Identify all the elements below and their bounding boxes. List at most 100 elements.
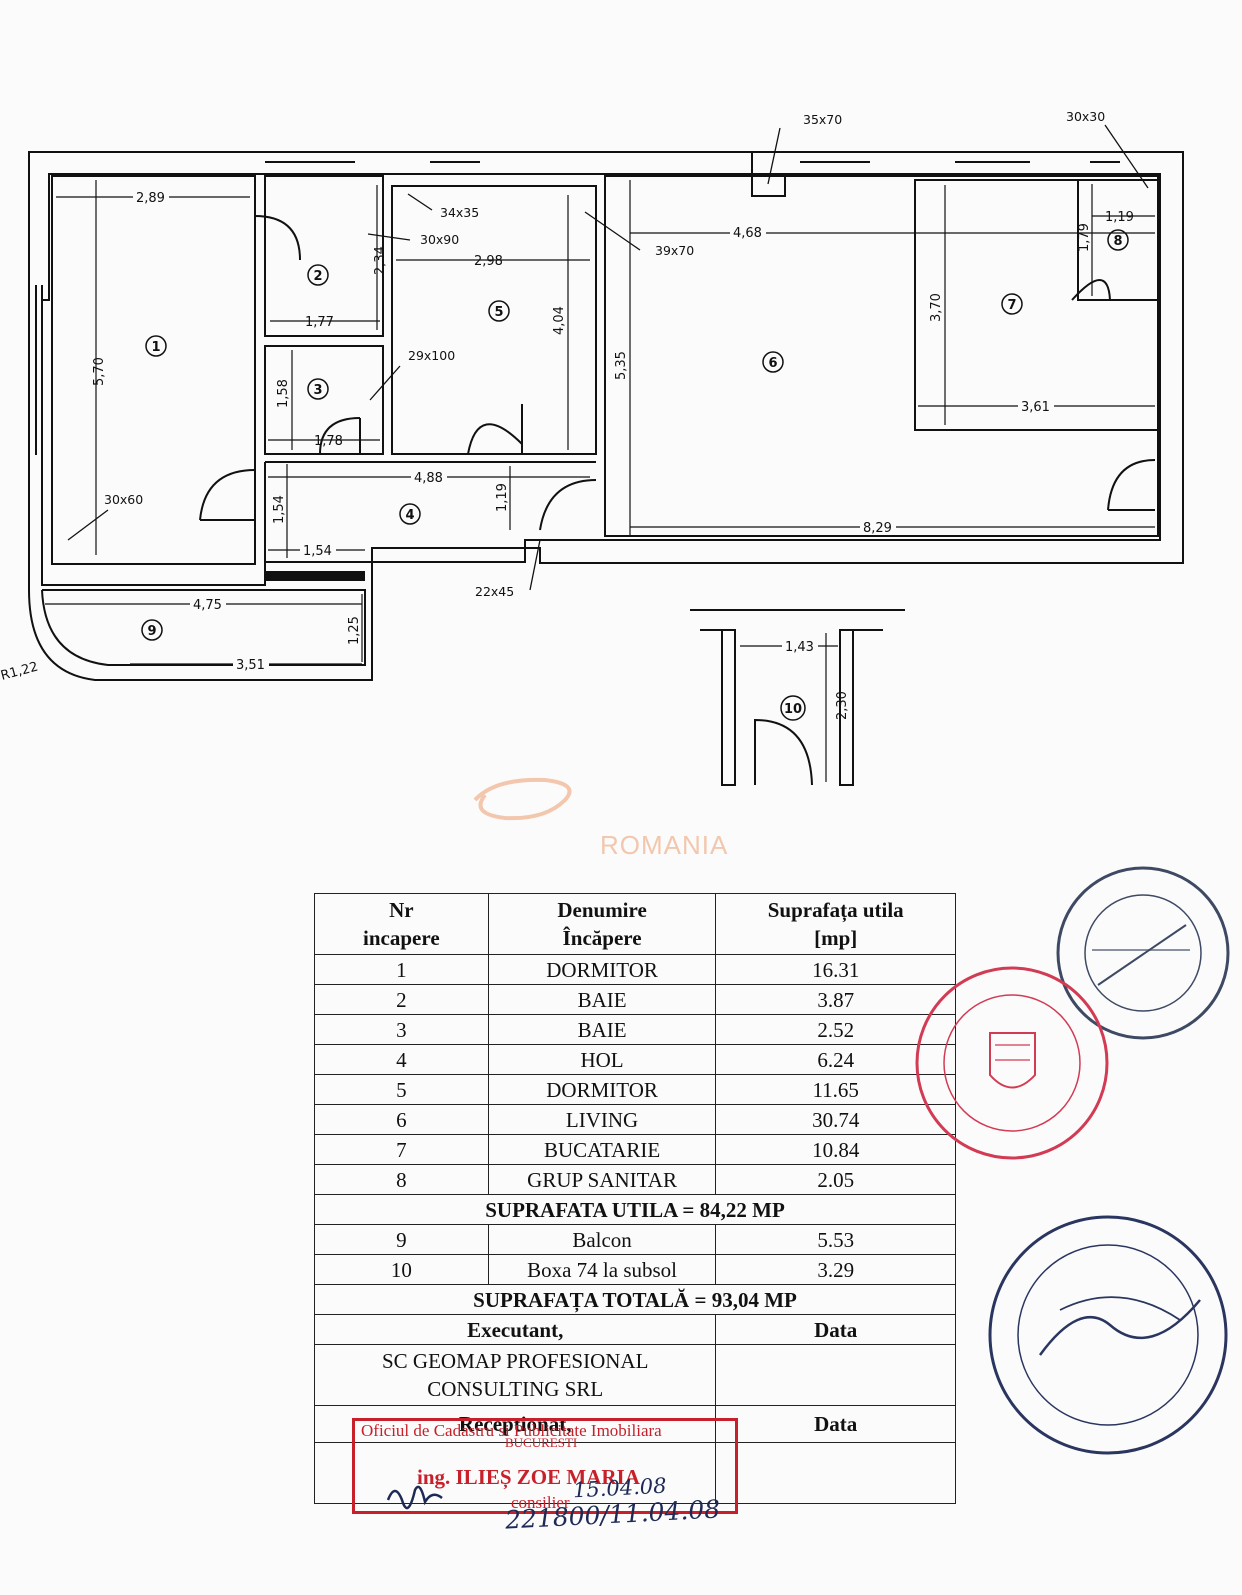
room-number-6: 6 bbox=[768, 356, 777, 371]
dim-1-54-v: 1,54 bbox=[272, 495, 287, 524]
dim-3-51: 3,51 bbox=[236, 658, 265, 673]
room-1-outline bbox=[51, 175, 256, 565]
cell-area: 16.31 bbox=[715, 954, 956, 985]
dim-2-34: 2,34 bbox=[373, 246, 388, 275]
cell-area: 2.05 bbox=[715, 1164, 956, 1195]
grand-total: SUPRAFAȚA TOTALĂ = 93,04 MP bbox=[314, 1284, 956, 1315]
cell-nr: 3 bbox=[314, 1014, 489, 1045]
tag-22x45: 22x45 bbox=[475, 584, 514, 599]
cell-name: BUCATARIE bbox=[487, 1134, 717, 1165]
cell-name: Balcon bbox=[487, 1224, 717, 1255]
cell-area: 10.84 bbox=[715, 1134, 956, 1165]
outer-wall bbox=[28, 151, 1184, 681]
cell-name: LIVING bbox=[487, 1104, 717, 1135]
tag-39x70: 39x70 bbox=[655, 243, 694, 258]
room-number-1: 1 bbox=[151, 340, 160, 355]
room-number-9: 9 bbox=[147, 624, 156, 639]
cell-name: DORMITOR bbox=[487, 954, 717, 985]
room-6-outline bbox=[604, 175, 1159, 537]
room-number-10: 10 bbox=[784, 702, 802, 717]
cell-name: GRUP SANITAR bbox=[487, 1164, 717, 1195]
executant-date-cell bbox=[715, 1344, 956, 1406]
cell-area: 3.29 bbox=[715, 1254, 956, 1285]
executant-name: SC GEOMAP PROFESIONAL CONSULTING SRL bbox=[313, 1344, 717, 1406]
receptionat-date-cell bbox=[715, 1442, 956, 1504]
grand-total-row: SUPRAFAȚA TOTALĂ = 93,04 MP bbox=[314, 1284, 956, 1315]
dim-1-19-top: 1,19 bbox=[1105, 210, 1134, 225]
header-area: Suprafața utila [mp] bbox=[715, 893, 956, 955]
balcony-outline bbox=[41, 589, 366, 666]
room-number-4: 4 bbox=[405, 508, 414, 523]
cell-nr: 2 bbox=[314, 984, 489, 1015]
inspector-role: consilier bbox=[511, 1493, 570, 1512]
tag-30x60: 30x60 bbox=[104, 492, 143, 507]
receptionat-sign-row bbox=[313, 1442, 956, 1504]
dim-2-30: 2,30 bbox=[835, 691, 850, 720]
dim-r1-22: R1,22 bbox=[0, 660, 40, 684]
ocpi-stamp: Oficiul de Cadastru si Publicitate Imobi… bbox=[352, 1418, 738, 1514]
cell-name: DORMITOR bbox=[487, 1074, 717, 1105]
cell-area: 30.74 bbox=[715, 1104, 956, 1135]
receptionat-row: Receptionat, Data bbox=[313, 1405, 956, 1443]
ministry-round-stamp-icon bbox=[988, 1215, 1228, 1455]
cell-nr: 7 bbox=[314, 1134, 489, 1165]
tag-35x70: 35x70 bbox=[803, 112, 842, 127]
room-number-2: 2 bbox=[313, 269, 322, 284]
data-label-2: Data bbox=[715, 1405, 956, 1443]
dim-2-98: 2,98 bbox=[474, 254, 503, 269]
area-table: Nr incapere Denumire Încăpere Suprafața … bbox=[313, 893, 956, 1504]
room-number-3: 3 bbox=[313, 383, 322, 398]
tag-34x35: 34x35 bbox=[440, 205, 479, 220]
room-8-outline bbox=[1077, 179, 1159, 301]
floor-plan: 2,89 5,70 2,34 1,77 1,58 1,78 2,98 4,04 … bbox=[0, 109, 1184, 786]
receptionat-sign-cell bbox=[313, 1442, 717, 1504]
table-header-row: Nr incapere Denumire Încăpere Suprafața … bbox=[314, 893, 956, 955]
inner-wall bbox=[41, 173, 1161, 586]
tag-29x100: 29x100 bbox=[408, 348, 455, 363]
cell-name: BAIE bbox=[487, 984, 717, 1015]
dim-1-43: 1,43 bbox=[785, 640, 814, 655]
ocpi-office-name: Oficiul de Cadastru si Publicitate Imobi… bbox=[361, 1421, 662, 1440]
cell-area: 5.53 bbox=[715, 1224, 956, 1255]
dim-3-70: 3,70 bbox=[929, 293, 944, 322]
dim-4-68: 4,68 bbox=[733, 226, 762, 241]
room-number-7: 7 bbox=[1007, 298, 1016, 313]
executant-label-row: Executant, Data bbox=[313, 1314, 956, 1345]
watermark-logo-icon bbox=[473, 777, 572, 821]
room-2-outline bbox=[264, 175, 384, 337]
receptionat-label: Receptionat, bbox=[313, 1405, 717, 1443]
ocpi-city: BUCURESTI bbox=[505, 1435, 578, 1450]
dim-8-29: 8,29 bbox=[863, 521, 892, 536]
dim-5-70: 5,70 bbox=[92, 357, 107, 386]
room-7-outline bbox=[914, 179, 1159, 431]
cell-area: 11.65 bbox=[715, 1074, 956, 1105]
executant-name-row: SC GEOMAP PROFESIONAL CONSULTING SRL bbox=[313, 1344, 956, 1406]
cell-nr: 8 bbox=[314, 1164, 489, 1195]
dim-1-54-h: 1,54 bbox=[303, 544, 332, 559]
dim-1-78: 1,78 bbox=[314, 434, 343, 449]
executant-label: Executant, bbox=[313, 1314, 717, 1345]
dim-1-79: 1,79 bbox=[1077, 223, 1092, 252]
cell-area: 6.24 bbox=[715, 1044, 956, 1075]
header-name: Denumire Încăpere bbox=[487, 893, 717, 955]
dim-1-58: 1,58 bbox=[276, 379, 291, 408]
cell-area: 2.52 bbox=[715, 1014, 956, 1045]
header-nr: Nr incapere bbox=[314, 893, 489, 955]
cell-nr: 6 bbox=[314, 1104, 489, 1135]
watermark-text: ROMANIA bbox=[600, 830, 729, 860]
dim-4-75: 4,75 bbox=[193, 598, 222, 613]
useful-total-row: SUPRAFATA UTILA = 84,22 MP bbox=[314, 1194, 956, 1225]
dim-4-88: 4,88 bbox=[414, 471, 443, 486]
room-number-8: 8 bbox=[1113, 234, 1122, 249]
cell-nr: 10 bbox=[314, 1254, 489, 1285]
cell-nr: 4 bbox=[314, 1044, 489, 1075]
